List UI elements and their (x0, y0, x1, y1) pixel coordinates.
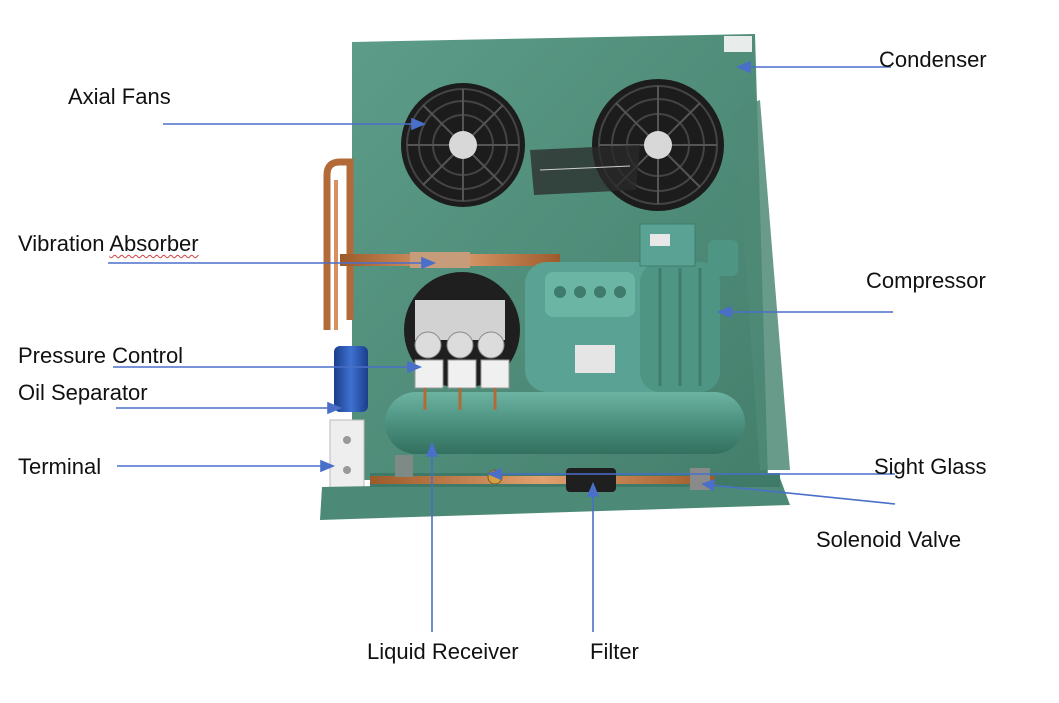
liquid-line (370, 476, 715, 484)
terminal-box (329, 419, 365, 497)
label-axial-fans: Axial Fans (68, 84, 171, 109)
base-frame (320, 478, 790, 520)
label-condenser: Condenser (879, 47, 987, 72)
oil-separator (334, 346, 368, 412)
label-terminal: Terminal (18, 454, 102, 479)
label-absorber-word: Absorber (109, 231, 199, 256)
label-filter: Filter (590, 639, 639, 664)
label-pressure-control: Pressure Control (18, 343, 184, 368)
axial-fan-right (592, 79, 724, 211)
pressure-control-group (404, 272, 520, 410)
condenser-tag (724, 36, 752, 52)
label-vibration-absorber: Vibration Absorber (18, 233, 199, 255)
leader-lines (108, 60, 896, 632)
label-solenoid-valve: Solenoid Valve (816, 527, 962, 552)
label-compressor: Compressor (866, 268, 986, 293)
compressor (525, 223, 738, 392)
liquid-receiver-tank (385, 392, 745, 454)
label-oil-separator: Oil Separator (18, 380, 148, 405)
side-bracket (735, 100, 790, 470)
label-liquid-receiver: Liquid Receiver (367, 639, 519, 664)
discharge-grille (530, 145, 640, 195)
axial-fan-left (401, 83, 525, 207)
copper-loop (323, 158, 354, 330)
label-sight-glass: Sight Glass (874, 454, 987, 479)
label-vibration-word: Vibration (18, 231, 105, 256)
